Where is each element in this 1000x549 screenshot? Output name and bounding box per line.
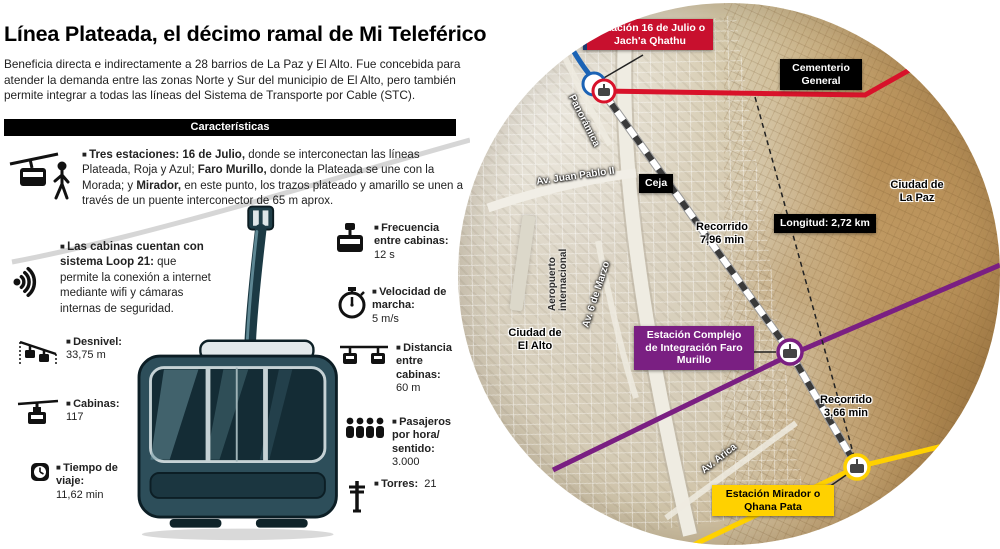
recorrido-2-value: 3,66 min [823,406,869,419]
stat-value: 60 m [396,382,421,395]
feature-loop21: Las cabinas cuentan con sistema Loop 21:… [10,240,212,317]
passengers-icon [342,416,386,445]
recorrido-2: Recorrido 3,66 min [816,394,876,420]
gondola-icon [332,222,368,263]
tower-icon [346,478,368,519]
cementerio-general-label: Cementerio General [780,59,862,91]
stat-value: 5 m/s [372,312,399,325]
recorrido-1: Recorrido 7,96 min [692,221,752,247]
map-overlay [486,14,1000,545]
av-arica-road [664,420,798,521]
stat-value: 117 [66,411,84,424]
stat-label: Torres: [374,478,418,490]
stat-value: 21 [424,478,437,490]
clock-icon [30,462,50,487]
stations-bold-3: Mirador, [136,179,182,192]
section-header: Características [4,119,456,136]
stat-label: Desnivel: [66,336,122,348]
recorrido-1-label: Recorrido [696,221,748,233]
loop21-lead: Las cabinas cuentan con sistema Loop 21: [60,241,204,268]
pointer-16-julio [601,54,644,80]
station-label-mirador: Estación Mirador o Qhana Pata [712,485,834,517]
cabins-distance-icon [338,342,390,377]
recorrido-2-label: Recorrido [820,394,872,406]
feature-stations: Tres estaciones: 16 de Julio, donde se i… [8,148,464,210]
station-label-faro-murillo: Estación Complejo de Integración Faro Mu… [634,326,754,370]
station-label-16-de-julio: Estación 16 de Julio o Jach'a Qhathu [583,19,713,51]
stat-label: Distancia entre cabinas: [396,342,452,381]
compass: N [922,47,944,84]
elevation-icon [16,336,60,373]
section-header-label: Características [190,121,270,133]
av-juan-pablo-road [486,168,637,213]
stat-velocidad: Velocidad de marcha: 5 m/s [338,286,452,326]
aeropuerto-label: Aeropuerto internacional [547,248,569,311]
stat-value: 12 s [374,248,395,261]
info-panel: Línea Plateada, el décimo ramal de Mi Te… [0,0,486,549]
stat-value: 11,62 min [56,488,104,501]
stations-text-1: donde se interconectan las líneas Platea… [82,149,420,177]
stat-label: Frecuencia entre cabinas: [374,222,449,247]
length-guide-line [754,96,858,468]
stat-pasajeros: Pasajeros por hora/ sentido: 3.000 [342,416,470,470]
av-6-marzo-road [595,240,639,399]
stat-label: Tiempo de viaje: [56,462,118,487]
longitud-label: Longitud: 2,72 km [774,214,876,233]
stations-bold-2: Faro Murillo, [197,164,267,177]
stopwatch-icon [338,286,366,325]
loop21-text: que permite la conexión a internet media… [60,256,211,315]
map-panel: Estación 16 de Julio o Jach'a Qhathu Cem… [458,3,1000,545]
station-marker-16-julio [581,71,617,104]
stations-text-2: donde la Plateada se une con la Morada; … [82,164,435,192]
stat-value: 3.000 [392,456,420,469]
stat-tiempo: Tiempo de viaje: 11,62 min [30,462,124,502]
cable-car-person-icon [8,148,72,205]
station-marker-mirador [843,453,871,481]
stations-text-3: en este punto, los trazos plateado y ama… [82,179,463,208]
ceja-label: Ceja [639,174,674,193]
recorrido-1-value: 7,96 min [699,233,745,246]
stations-lead: Tres estaciones: 16 de Julio, [82,149,245,161]
north-arrow-icon [928,63,938,79]
compass-n-label: N [927,47,939,63]
highway-road [617,14,697,537]
stat-desnivel: Desnivel: 33,75 m [16,336,122,373]
linea-roja [599,30,977,98]
feature-stations-text: Tres estaciones: 16 de Julio, donde se i… [82,148,464,210]
stat-frecuencia: Frecuencia entre cabinas: 12 s [332,222,454,263]
stat-value: 33,75 m [66,349,106,362]
ciudad-la-paz-label: Ciudad de La Paz [890,179,944,204]
cabin-hanger-icon [16,398,60,431]
stat-label: Pasajeros por hora/ sentido: [392,416,451,455]
feature-loop21-text: Las cabinas cuentan con sistema Loop 21:… [60,240,212,317]
station-marker-faro-murillo [776,338,804,366]
stat-label: Velocidad de marcha: [372,286,446,311]
stat-distancia: Distancia entre cabinas: 60 m [338,342,470,396]
panoramica-road [547,21,613,147]
stat-torres: Torres: 21 [346,478,436,519]
intro-paragraph: Beneficia directa e indirectamente a 28 … [4,57,461,103]
stat-label: Cabinas: [66,398,120,410]
stat-cabinas: Cabinas: 117 [16,398,120,431]
wifi-icon [10,258,50,311]
ciudad-el-alto-label: Ciudad de El Alto [508,327,562,352]
page-title: Línea Plateada, el décimo ramal de Mi Te… [4,22,487,46]
